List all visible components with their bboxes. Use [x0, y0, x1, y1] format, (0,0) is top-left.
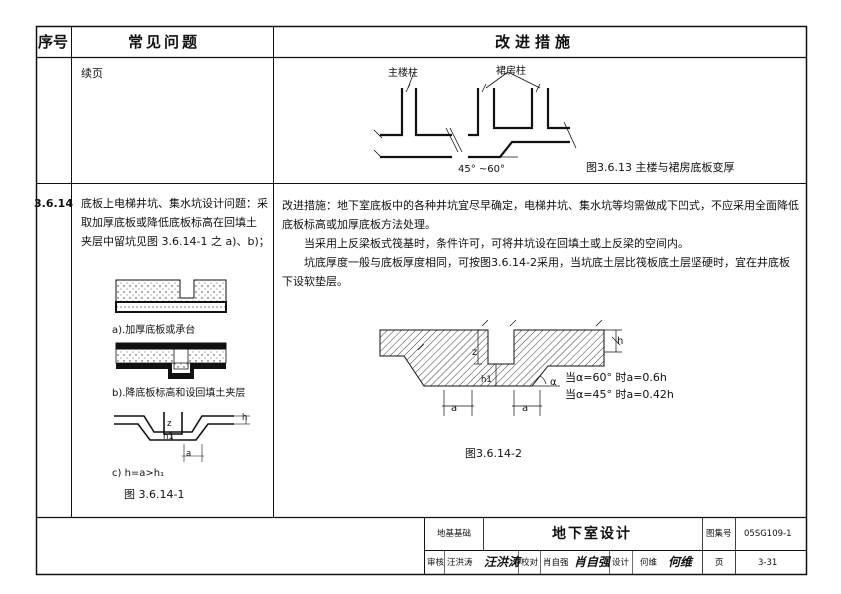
figure-b-caption: b).降底板标高和设回填土夹层: [112, 388, 246, 399]
fix-line: 下设软垫层。: [282, 275, 348, 288]
check-label: 校对: [521, 558, 539, 568]
figure-c-z-label: z: [167, 419, 172, 429]
continued-note: 续页: [81, 67, 103, 80]
figure-c-h1-label: h1: [163, 432, 174, 442]
fix-description: 改进措施：地下室底板中的各种井坑宜尽早确定，电梯井坑、集水坑等均需做成下凹式，不…: [282, 196, 799, 291]
figure-a-thickened-slab: [115, 279, 227, 313]
figure-2-z-label: z: [472, 347, 478, 358]
checker-signature: 肖自强: [574, 555, 611, 569]
designer-signature: 何维: [668, 555, 693, 569]
drawing-title: 地下室设计: [552, 526, 632, 542]
figure-c-a-label: a: [186, 449, 192, 459]
issue-line: 取加厚底板或降低底板标高在回填土: [81, 216, 257, 229]
angle-range-label: 45° ~60°: [458, 164, 506, 175]
figure-a-caption: a).加厚底板或承台: [112, 325, 196, 336]
fix-line: 底板标高或加厚底板方法处理。: [282, 218, 436, 231]
figure-2-a-label-right: a: [522, 403, 529, 414]
main-column-label: 主楼柱: [388, 68, 418, 79]
formula-alpha-60: 当α=60° 时a=0.6h: [565, 371, 667, 384]
designer-name: 何维: [640, 558, 658, 568]
figure-3-6-14-1-caption: 图 3.6.14-1: [124, 488, 185, 501]
figure-c-h-label: h: [242, 413, 248, 423]
row-number-3-6-14: 3.6.14: [34, 197, 73, 210]
page-label: 页: [715, 558, 724, 568]
page-number: 3-31: [758, 558, 778, 568]
figure-2-h1-label: h1: [481, 375, 492, 385]
figure-2-a-label-left: a: [451, 403, 458, 414]
fix-line: 改进措施：地下室底板中的各种井坑宜尽早确定，电梯井坑、集水坑等均需做成下凹式，不…: [282, 199, 799, 212]
column-header-issue: 常见问题: [128, 33, 201, 51]
checker-name: 肖自强: [543, 558, 569, 568]
atlas-number-label: 图集号: [706, 529, 732, 539]
review-label: 审核: [427, 558, 445, 568]
issue-description: 底板上电梯井坑、集水坑设计问题：采 取加厚底板或降低底板标高在回填土 夹层中留坑…: [81, 194, 270, 251]
column-header-fix: 改进措施: [495, 33, 576, 51]
issue-line: 底板上电梯井坑、集水坑设计问题：采: [81, 197, 268, 210]
figure-c-pit-detail: [114, 412, 250, 462]
atlas-number: 05SG109-1: [744, 529, 792, 539]
category-label: 地基基础: [437, 529, 472, 539]
figure-3-6-13: [373, 71, 577, 159]
reviewer-signature: 汪洪涛: [484, 555, 521, 569]
column-header-seq: 序号: [38, 33, 69, 51]
figure-b-lowered-slab: [115, 342, 227, 379]
fix-line: 当采用上反梁板式筏基时，条件许可，可将井坑设在回填土或上反梁的空间内。: [304, 237, 689, 250]
issue-line: 夹层中留坑见图 3.6.14-1 之 a)、b)；: [81, 235, 270, 248]
fix-line: 坑底厚度一般与底板厚度相同，可按图3.6.14-2采用，当坑底土层比筏板底土层坚…: [304, 256, 790, 269]
design-label: 设计: [612, 558, 630, 568]
formula-alpha-45: 当α=45° 时a=0.42h: [565, 388, 674, 401]
figure-2-alpha-label: α: [550, 377, 557, 388]
reviewer-name: 汪洪涛: [447, 558, 473, 568]
figure-3-6-13-caption: 图3.6.13 主楼与裙房底板变厚: [586, 161, 735, 174]
figure-3-6-14-2-caption: 图3.6.14-2: [465, 447, 522, 460]
figure-2-h-label: h: [617, 336, 624, 347]
figure-c-caption: c) h=a>h₁: [112, 468, 165, 479]
podium-column-label: 裙房柱: [496, 66, 526, 77]
figure-3-6-14-2: [379, 319, 622, 416]
